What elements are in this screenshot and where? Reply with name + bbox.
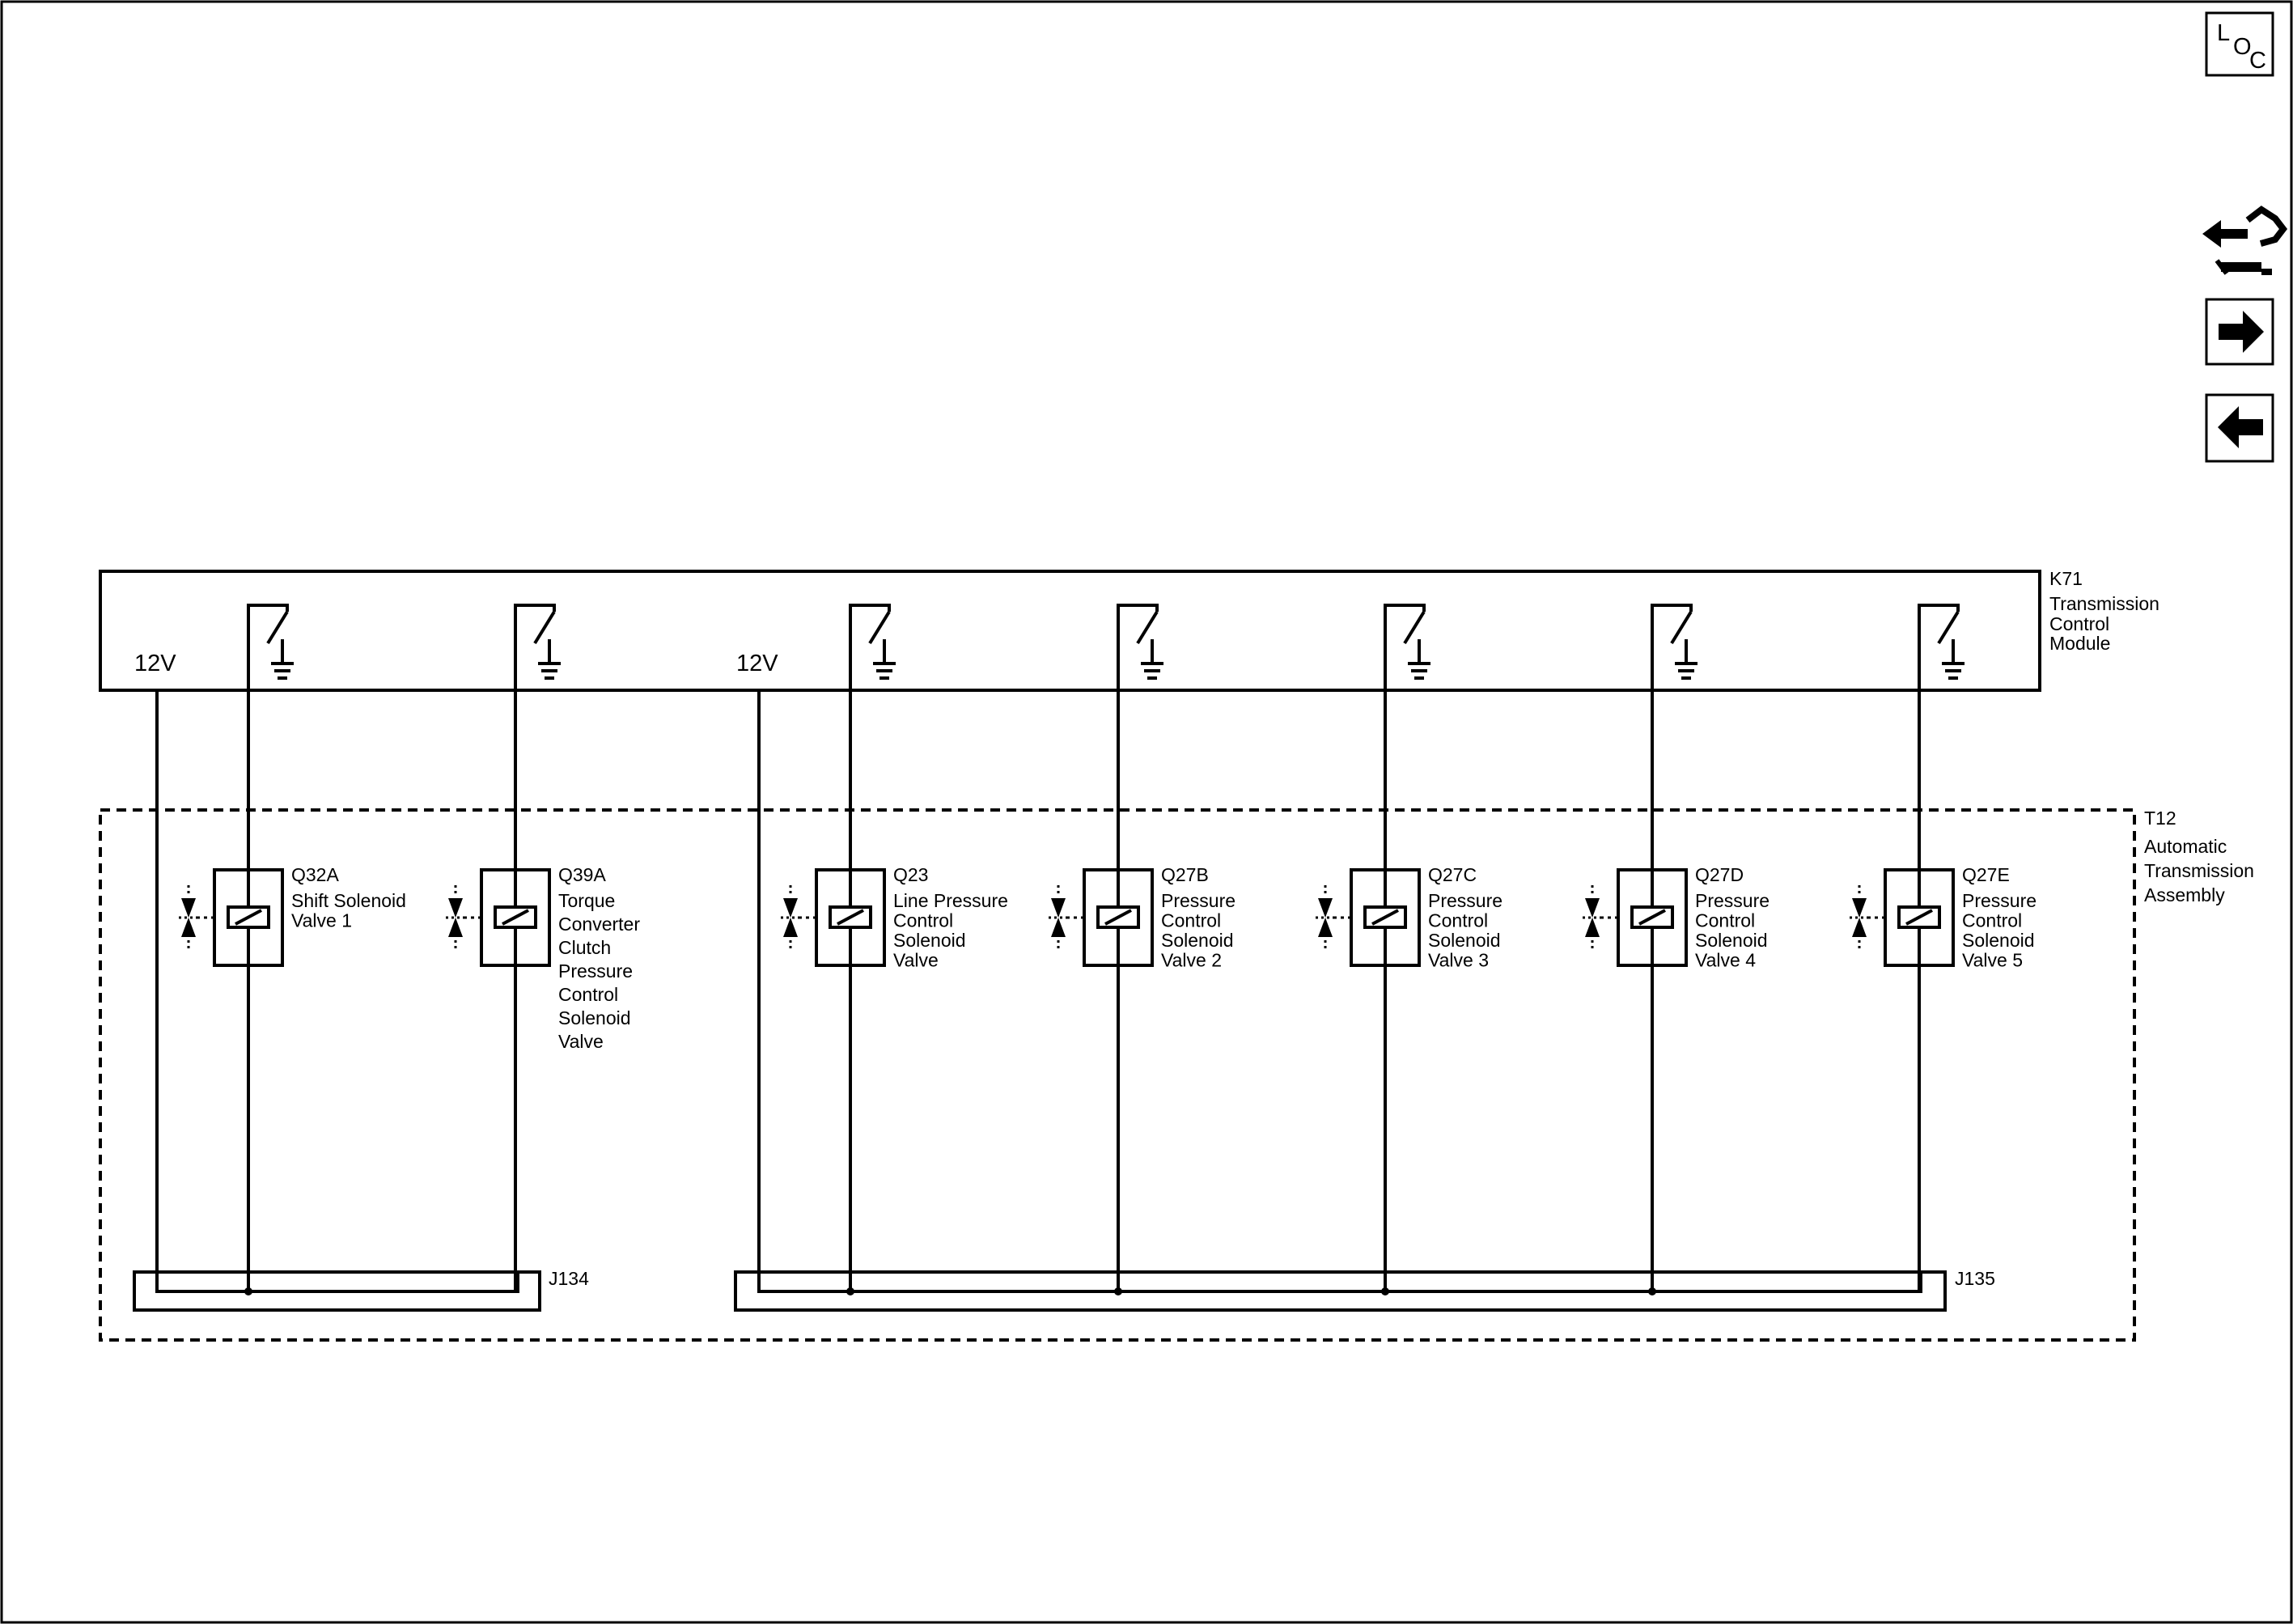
solenoid-name-line: Torque: [558, 890, 615, 911]
loc-letter-l: L: [2217, 20, 2230, 46]
solenoid-name-line: Pressure: [1962, 890, 2037, 911]
assembly-id: T12: [2144, 808, 2176, 829]
module-id: K71: [2049, 568, 2083, 589]
solenoid-id: Q32A: [291, 864, 339, 885]
solenoid-name-line: Converter: [558, 914, 640, 935]
assembly-t12-outline: [99, 808, 2136, 1342]
solenoid-name-line: Valve 1: [291, 910, 352, 931]
solenoid-name-line: Valve 3: [1428, 950, 1489, 971]
hydraulic-valve-icon: [1316, 885, 1335, 950]
solenoid-name-line: Valve: [893, 950, 939, 971]
hydraulic-valve-icon: [1583, 885, 1602, 950]
solenoid-name-line: Pressure: [1161, 890, 1236, 911]
solenoid-name-line: Control: [1962, 910, 2022, 931]
solenoid-name-line: Solenoid: [893, 930, 966, 951]
solenoid-id: Q23: [893, 864, 928, 885]
cross-reference-icon[interactable]: [2202, 206, 2288, 275]
hydraulic-valve-icon: [446, 885, 465, 950]
feed-wire-j134: [155, 690, 519, 1293]
module-name-line-3: Module: [2049, 633, 2110, 654]
solenoid-name-line: Clutch: [558, 937, 611, 958]
assembly-name-line-3: Assembly: [2144, 884, 2225, 905]
solenoid-name-line: Line Pressure: [893, 890, 1008, 911]
solenoid-name-line: Valve: [558, 1031, 604, 1052]
solenoid-name-line: Control: [1428, 910, 1488, 931]
supply-label-1: 12V: [134, 651, 176, 676]
hydraulic-valve-icon: [1049, 885, 1068, 950]
supply-label-2: 12V: [736, 651, 778, 676]
hydraulic-valve-icon: [179, 885, 198, 950]
splice-pack-j134: [133, 1270, 541, 1312]
module-k71-box: [99, 570, 2041, 692]
module-name-line-2: Control: [2049, 613, 2109, 634]
hydraulic-valve-icon: [781, 885, 800, 950]
assembly-name-line-1: Automatic: [2144, 836, 2227, 857]
solenoid-name-line: Pressure: [558, 960, 633, 982]
module-name-line-1: Transmission: [2049, 593, 2159, 614]
solenoid-name-line: Control: [1161, 910, 1221, 931]
loc-letter-o: O: [2233, 34, 2252, 60]
solenoid-q39a: Q39A TorqueConverterClutchPressureControl…: [446, 864, 640, 1052]
solenoid-name-line: Solenoid: [1161, 930, 1234, 951]
splice-label-j134: J134: [549, 1268, 589, 1289]
hydraulic-valve-icon: [1850, 885, 1869, 950]
solenoid-name-line: Control: [558, 984, 618, 1005]
feed-wire-j135: [757, 690, 1922, 1293]
solenoid-name-line: Solenoid: [1695, 930, 1768, 951]
solenoid-name-line: Valve 2: [1161, 950, 1222, 971]
solenoid-id: Q27C: [1428, 864, 1477, 885]
previous-page-arrow-icon[interactable]: [2205, 393, 2274, 463]
solenoid-name-line: Pressure: [1695, 890, 1770, 911]
solenoid-name-line: Solenoid: [1428, 930, 1501, 951]
assembly-name-line-2: Transmission: [2144, 860, 2254, 881]
solenoid-name-line: Pressure: [1428, 890, 1503, 911]
solenoid-id: Q39A: [558, 864, 606, 885]
solenoid-name-line: Valve 5: [1962, 950, 2023, 971]
solenoid-name-line: Control: [893, 910, 953, 931]
splice-pack-j135: [734, 1270, 1947, 1312]
solenoid-name-line: Solenoid: [558, 1007, 631, 1028]
solenoid-name-line: Shift Solenoid: [291, 890, 406, 911]
next-page-arrow-icon[interactable]: [2205, 298, 2274, 366]
solenoid-id: Q27D: [1695, 864, 1744, 885]
solenoid-name-line: Valve 4: [1695, 950, 1756, 971]
loc-icon[interactable]: L O C: [2205, 11, 2274, 77]
splice-label-j135: J135: [1955, 1268, 1995, 1289]
loc-letter-c: C: [2249, 48, 2266, 74]
solenoid-name-line: Control: [1695, 910, 1755, 931]
solenoid-id: Q27B: [1161, 864, 1209, 885]
solenoid-name-line: Solenoid: [1962, 930, 2035, 951]
solenoid-id: Q27E: [1962, 864, 2010, 885]
